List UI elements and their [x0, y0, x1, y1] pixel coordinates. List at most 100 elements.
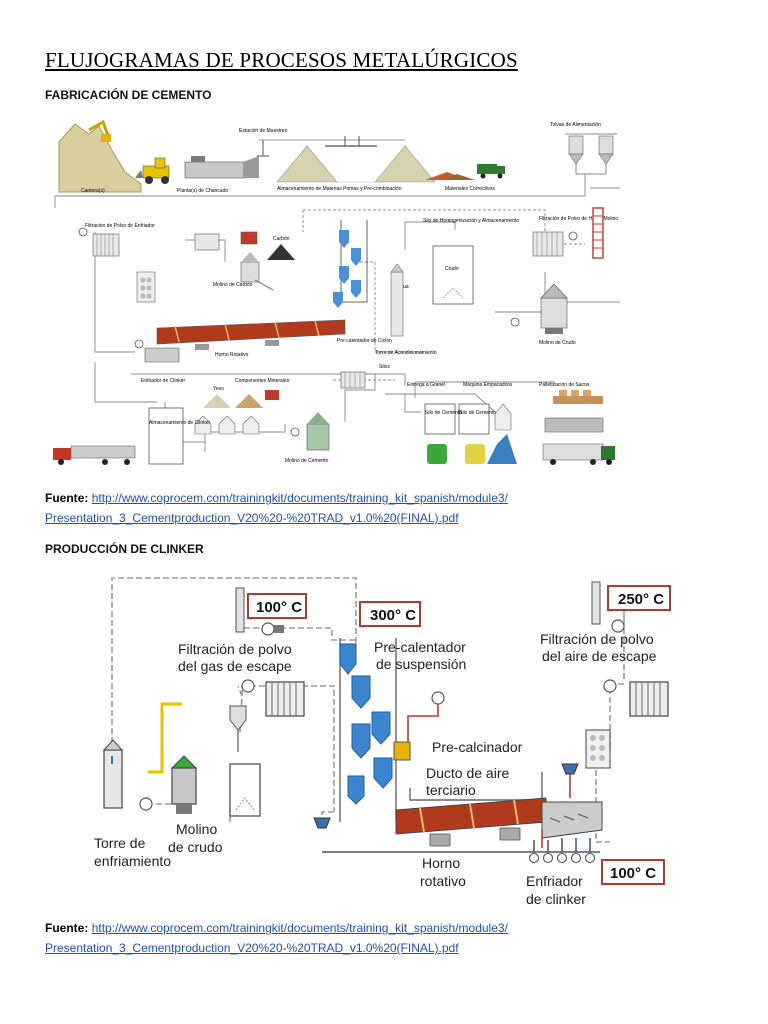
- truck-icon-top: [477, 164, 505, 179]
- label-silo-homogenizacion: Silo de Homogenización y Almacenamiento: [423, 218, 519, 224]
- label-horno-2: rotativo: [420, 873, 466, 889]
- cement-mill-icon: [290, 412, 330, 451]
- temp-badge-gas: [247, 593, 307, 619]
- label-crudo: Crudo: [445, 266, 459, 272]
- label-molino-crudo: Molino de Crudo: [539, 340, 576, 346]
- kiln-filter-icon: [532, 207, 604, 259]
- temp-gas-text: 100° C: [256, 599, 302, 616]
- label-precalentador-ciclon: Pre calentador de Ciclón: [337, 338, 392, 344]
- label-materiales-correctivos: Materiales Correctivos: [445, 186, 495, 192]
- label-horno-1: Horno: [422, 855, 460, 871]
- tertiary-air-duct: [409, 772, 543, 801]
- homogenization-silo-icon: [432, 245, 474, 305]
- exhaust-stack-right: [591, 581, 601, 625]
- label-silos: Silos: [379, 364, 390, 370]
- suspension-preheater-icon: [339, 638, 411, 822]
- label-molino-1: Molino: [176, 821, 217, 837]
- label-filtracion-aire-1: Filtración de polvo: [540, 631, 654, 647]
- source-link-1[interactable]: http://www.coprocem.com/trainingkit/docu…: [91, 491, 508, 505]
- label-filtracion-gas-2: del gas de escape: [178, 658, 292, 674]
- loader-icon: [135, 157, 170, 184]
- cement-process-diagram: Cantera(s) Planta(s) de Chancado Estació…: [45, 112, 620, 474]
- temp-aire-text: 250° C: [618, 591, 664, 608]
- conditioning-tower-icon: [390, 263, 404, 337]
- source-label: Fuente:: [45, 491, 89, 505]
- clinker-storage-icon: [148, 407, 184, 465]
- label-cantera: Cantera(s): [81, 188, 105, 194]
- label-componentes-minerales: Componentes Minerales: [235, 378, 290, 384]
- label-enfriador-2: de clinker: [526, 891, 586, 907]
- label-molino-2: de crudo: [168, 839, 223, 855]
- label-ducto-1: Ducto de aire: [426, 765, 509, 781]
- label-precalentador-1: Pre-calentador: [374, 639, 466, 655]
- raw-silo-icon: [229, 763, 261, 817]
- source-label-2: Fuente:: [45, 921, 89, 935]
- clinker-cooler-icon: [528, 801, 603, 864]
- fan-icon-tower: [139, 797, 153, 811]
- palletization-icon: [542, 390, 615, 465]
- label-enfriador-1: Enfriador: [526, 873, 583, 889]
- source-line-3: Fuente: http://www.coprocem.com/training…: [45, 921, 508, 935]
- page-title: FLUJOGRAMAS DE PROCESOS METALÚRGICOS: [45, 48, 518, 72]
- label-enfriador-clinker: Enfriador de Clinker: [141, 378, 186, 384]
- source-link-2[interactable]: http://www.coprocem.com/trainingkit/docu…: [91, 921, 508, 935]
- label-torre-1: Torre de: [94, 835, 146, 851]
- cooling-tower-icon: [102, 739, 124, 809]
- label-almacenamiento-materias: Almacenamiento de Materias Primas y Pre-…: [277, 186, 402, 192]
- fan-icon-preheater: [407, 691, 445, 742]
- label-torre-2: enfriamiento: [94, 853, 171, 869]
- label-torre-acondicionamiento: Torre de Acondicionamiento: [375, 350, 437, 356]
- exhaust-stack-left: [235, 587, 245, 633]
- label-precalentador-2: de suspensión: [376, 656, 466, 672]
- temp-enfriador-text: 100° C: [610, 865, 656, 882]
- gas-filter-icon: [241, 679, 305, 717]
- label-filtracion-enfriador: Filtración de Polvo de Enfriador: [85, 223, 155, 229]
- temp-badge-pre: [359, 601, 421, 627]
- silos-filter-icon: [340, 371, 366, 389]
- label-carbon: Carbón: [273, 236, 290, 242]
- label-molino-cemento: Molino de Cemento: [285, 458, 329, 464]
- temp-pre-text: 300° C: [370, 607, 416, 624]
- label-entrega-granel: Entrega a Granel: [407, 382, 445, 388]
- source-line-4: Presentation_3_Cementproduction_V20%20-%…: [45, 941, 459, 955]
- section-heading-clinker: PRODUCCIÓN DE CLINKER: [45, 542, 204, 556]
- label-planta-chancado: Planta(s) de Chancado: [177, 188, 228, 194]
- water-supply-line: [148, 702, 182, 774]
- cement-silos-icon: [424, 403, 517, 464]
- label-paletizacion: Palletización de Sacos: [539, 382, 590, 388]
- cooler-grate-icon: [136, 271, 156, 303]
- coal-system-icon: [194, 231, 295, 291]
- clinker-process-diagram: 100° C Filtración de polvo del gas de es…: [90, 572, 685, 910]
- label-ducto-2: terciario: [426, 782, 476, 798]
- feed-hoppers-icon: [565, 133, 617, 175]
- label-molino-carbon: Molino de Carbón: [213, 282, 253, 288]
- label-silo-cemento-1: Silo de Cemento: [425, 410, 462, 416]
- source-link-1-cont[interactable]: Presentation_3_Cementproduction_V20%20-%…: [45, 511, 459, 525]
- hopper-icon-small: [313, 817, 331, 829]
- fan-icon-left: [261, 622, 284, 636]
- label-silo-cemento-2: Silo de Cemento: [459, 410, 496, 416]
- air-filter-icon: [603, 679, 669, 717]
- quarry-illustration: [58, 119, 142, 193]
- label-filtracion-aire-2: del aire de escape: [542, 648, 657, 664]
- truck-icon-bottom: [53, 445, 136, 465]
- temp-badge-aire: [607, 585, 671, 611]
- label-almacenamiento-clinker: Almacenamiento de Clinker: [149, 420, 210, 426]
- raw-mill-icon: [510, 283, 568, 334]
- label-maquina-empacadora: Máquina Empacadora: [463, 382, 512, 388]
- cooler-filter-icon: [78, 227, 120, 257]
- raw-mill-icon-2: [170, 755, 198, 814]
- label-filtracion-horno: Filtración de Polvo de Horno/Molino: [539, 216, 618, 222]
- label-estacion-muestreo: Estación de Muestreo: [239, 128, 288, 134]
- label-horno-rotativo: Horno Rotativo: [215, 352, 249, 358]
- label-tolvas: Tolvas de Alimentación: [550, 122, 601, 128]
- source-line-2: Presentation_3_Cementproduction_V20%20-%…: [45, 511, 459, 525]
- source-link-2-cont[interactable]: Presentation_3_Cementproduction_V20%20-%…: [45, 941, 459, 955]
- rotary-kiln-icon: [134, 319, 346, 363]
- raw-material-stockpiles: [276, 136, 475, 183]
- section-heading-cemento: FABRICACIÓN DE CEMENTO: [45, 88, 212, 102]
- crusher-icon: [184, 156, 259, 179]
- temp-badge-enfriador: [601, 859, 665, 885]
- label-filtracion-gas-1: Filtración de polvo: [178, 641, 292, 657]
- cooler-panel-icon: [561, 729, 611, 798]
